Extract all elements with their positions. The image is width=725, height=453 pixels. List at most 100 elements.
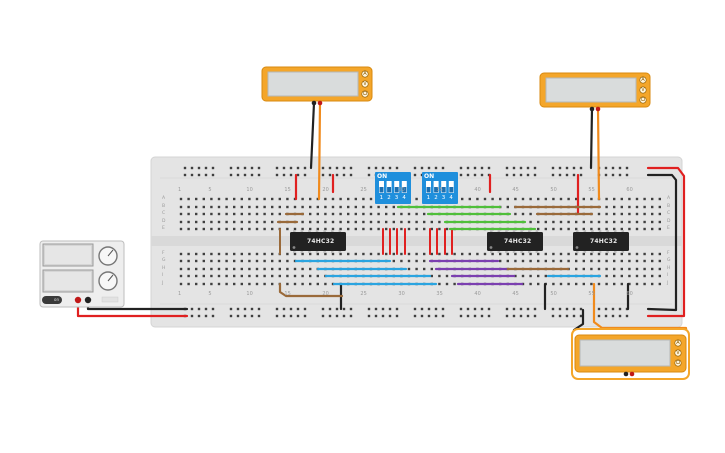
- breadboard-hole[interactable]: [179, 205, 183, 209]
- dip-switch[interactable]: [422, 172, 458, 204]
- breadboard-hole[interactable]: [658, 259, 661, 263]
- breadboard-hole[interactable]: [225, 212, 228, 216]
- chip-body[interactable]: [487, 232, 543, 251]
- breadboard-hole[interactable]: [331, 227, 335, 231]
- rail-hole[interactable]: [229, 314, 233, 318]
- wire[interactable]: [278, 282, 344, 298]
- breadboard-hole[interactable]: [233, 220, 236, 224]
- breadboard-hole[interactable]: [658, 274, 661, 278]
- breadboard-hole[interactable]: [423, 267, 426, 271]
- breadboard-hole[interactable]: [324, 252, 327, 256]
- breadboard-hole[interactable]: [559, 227, 563, 231]
- breadboard-hole[interactable]: [590, 220, 593, 224]
- breadboard-hole[interactable]: [187, 227, 190, 231]
- breadboard-hole[interactable]: [187, 267, 190, 271]
- rail-hole[interactable]: [618, 314, 622, 318]
- rail-hole[interactable]: [579, 307, 583, 311]
- rail-hole[interactable]: [349, 314, 353, 318]
- breadboard-hole[interactable]: [225, 282, 228, 286]
- breadboard-hole[interactable]: [263, 227, 266, 231]
- breadboard-hole[interactable]: [195, 205, 198, 209]
- breadboard-hole[interactable]: [415, 267, 418, 271]
- breadboard-hole[interactable]: [217, 282, 221, 286]
- breadboard-hole[interactable]: [567, 197, 570, 201]
- rail-hole[interactable]: [395, 314, 399, 318]
- breadboard-hole[interactable]: [537, 197, 540, 201]
- breadboard-hole[interactable]: [552, 282, 555, 286]
- breadboard-hole[interactable]: [575, 197, 578, 201]
- breadboard-hole[interactable]: [233, 197, 236, 201]
- breadboard-hole[interactable]: [195, 282, 198, 286]
- breadboard-hole[interactable]: [620, 267, 623, 271]
- rail-hole[interactable]: [211, 307, 215, 311]
- breadboard-hole[interactable]: [195, 267, 198, 271]
- rail-hole[interactable]: [296, 166, 300, 170]
- rail-hole[interactable]: [427, 314, 431, 318]
- breadboard-hole[interactable]: [620, 259, 623, 263]
- rail-hole[interactable]: [197, 307, 201, 311]
- breadboard-hole[interactable]: [286, 282, 289, 286]
- rail-hole[interactable]: [579, 173, 583, 177]
- breadboard-hole[interactable]: [651, 220, 654, 224]
- rail-hole[interactable]: [250, 166, 254, 170]
- breadboard-hole[interactable]: [286, 197, 289, 201]
- breadboard-hole[interactable]: [179, 212, 183, 216]
- breadboard-hole[interactable]: [643, 212, 646, 216]
- breadboard-hole[interactable]: [362, 220, 365, 224]
- breadboard-hole[interactable]: [309, 197, 312, 201]
- breadboard-hole[interactable]: [263, 282, 266, 286]
- rail-hole[interactable]: [229, 307, 233, 311]
- breadboard-hole[interactable]: [309, 267, 312, 271]
- rail-hole[interactable]: [289, 173, 293, 177]
- breadboard-hole[interactable]: [605, 252, 608, 256]
- breadboard-hole[interactable]: [423, 259, 426, 263]
- breadboard-hole[interactable]: [635, 252, 639, 256]
- breadboard-hole[interactable]: [187, 282, 190, 286]
- rail-hole[interactable]: [466, 173, 470, 177]
- breadboard-hole[interactable]: [210, 197, 213, 201]
- breadboard-hole[interactable]: [210, 212, 213, 216]
- breadboard-hole[interactable]: [506, 252, 509, 256]
- breadboard-hole[interactable]: [445, 227, 449, 231]
- breadboard-hole[interactable]: [240, 227, 243, 231]
- rail-hole[interactable]: [381, 307, 385, 311]
- rail-hole[interactable]: [342, 166, 346, 170]
- breadboard-hole[interactable]: [255, 274, 259, 278]
- multimeter-top-right[interactable]: [539, 72, 651, 112]
- breadboard-hole[interactable]: [491, 252, 494, 256]
- rail-hole[interactable]: [328, 307, 332, 311]
- breadboard-hole[interactable]: [225, 205, 228, 209]
- breadboard-hole[interactable]: [651, 282, 654, 286]
- breadboard-hole[interactable]: [658, 212, 661, 216]
- breadboard-hole[interactable]: [430, 274, 433, 278]
- breadboard-hole[interactable]: [217, 259, 221, 263]
- breadboard-hole[interactable]: [559, 282, 563, 286]
- chip-74hc32[interactable]: [573, 230, 629, 253]
- breadboard-hole[interactable]: [643, 205, 646, 209]
- rail-hole[interactable]: [611, 166, 615, 170]
- breadboard-hole[interactable]: [620, 197, 623, 201]
- breadboard-hole[interactable]: [643, 197, 646, 201]
- breadboard-hole[interactable]: [210, 267, 213, 271]
- breadboard-hole[interactable]: [613, 227, 616, 231]
- rail-hole[interactable]: [328, 314, 332, 318]
- breadboard-hole[interactable]: [202, 252, 205, 256]
- breadboard-hole[interactable]: [658, 267, 661, 271]
- breadboard-hole[interactable]: [324, 220, 327, 224]
- breadboard-hole[interactable]: [575, 282, 578, 286]
- rail-hole[interactable]: [487, 314, 491, 318]
- rail-hole[interactable]: [197, 166, 201, 170]
- rail-hole[interactable]: [335, 166, 339, 170]
- rail-hole[interactable]: [505, 173, 509, 177]
- rail-hole[interactable]: [282, 314, 286, 318]
- breadboard-hole[interactable]: [582, 220, 585, 224]
- breadboard-hole[interactable]: [567, 227, 570, 231]
- breadboard-hole[interactable]: [225, 274, 228, 278]
- rail-hole[interactable]: [190, 314, 194, 318]
- breadboard-hole[interactable]: [491, 197, 494, 201]
- chips[interactable]: [290, 230, 629, 253]
- breadboard-hole[interactable]: [597, 252, 601, 256]
- breadboard-hole[interactable]: [263, 274, 266, 278]
- rail-hole[interactable]: [459, 314, 463, 318]
